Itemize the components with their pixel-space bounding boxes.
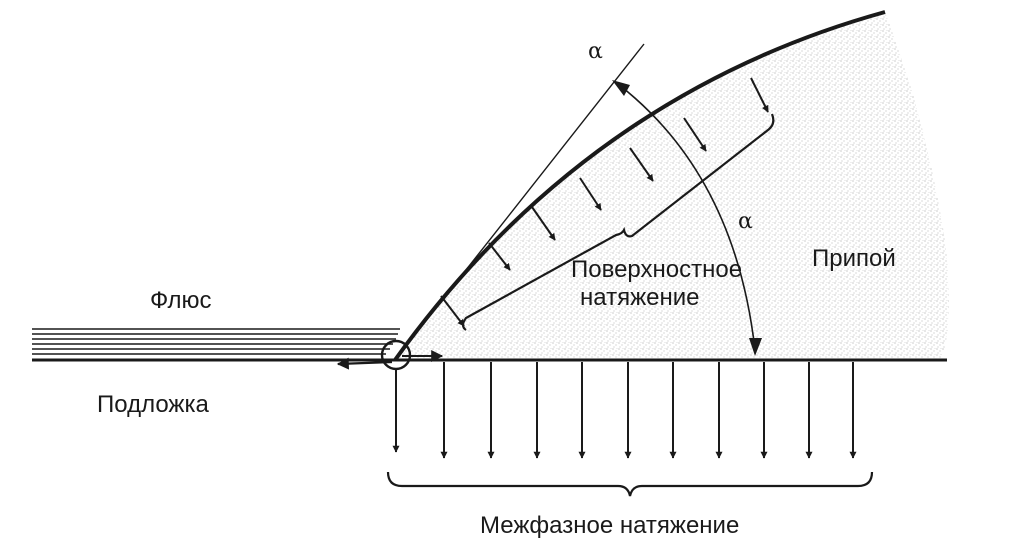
interfacial-tension-arrows — [392, 362, 857, 459]
angle-arc — [617, 83, 756, 351]
surface-tension-brace — [461, 113, 775, 331]
solder-label: Припой — [812, 245, 896, 272]
angle-arc-arrowhead-bottom — [749, 338, 762, 356]
angle-alpha-label-arc: α — [738, 209, 753, 234]
flux-tension-arrow — [336, 357, 393, 370]
substrate-label: Подложка — [97, 391, 209, 418]
surface-tension-label-line2: натяжение — [580, 284, 700, 311]
surface-tension-arrows — [440, 77, 769, 327]
flux-layer — [32, 328, 400, 355]
flux-label: Флюс — [150, 287, 212, 314]
tangent-line — [394, 43, 645, 361]
angle-arc-arrowhead-top — [612, 80, 630, 96]
interfacial-tension-brace — [386, 471, 874, 497]
surface-tension-label-line1: Поверхностное — [571, 256, 743, 283]
interfacial-tension-label: Межфазное натяжение — [480, 512, 740, 539]
solder-body — [395, 12, 949, 360]
angle-alpha-label-top: α — [588, 39, 603, 64]
